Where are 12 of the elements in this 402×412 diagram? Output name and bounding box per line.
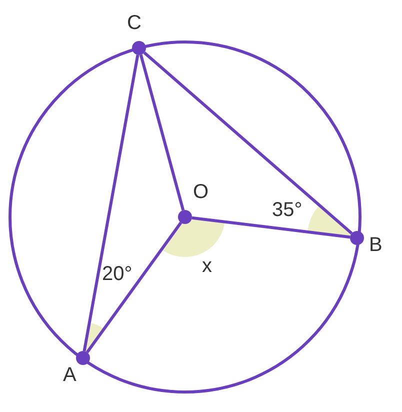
line-segment [82, 54, 140, 352]
point-label: C [127, 12, 142, 34]
point-label: O [193, 181, 209, 203]
angle-label: x [202, 255, 212, 277]
line-segment [143, 51, 353, 235]
point-label: B [369, 234, 382, 256]
angle-label: 20° [102, 263, 132, 285]
point-label: A [63, 364, 76, 386]
line-segment [192, 216, 350, 239]
line-segment [139, 54, 185, 211]
line-segment [86, 222, 182, 354]
angle-label: 35° [272, 199, 302, 221]
